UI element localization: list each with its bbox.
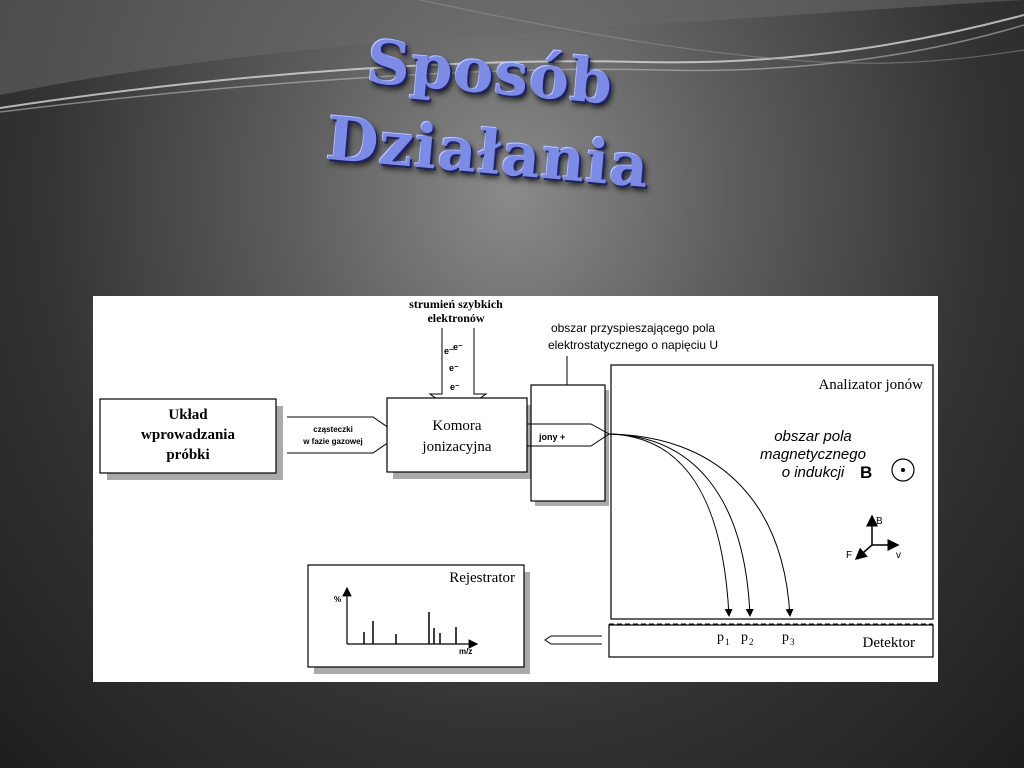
recorder-x-label: m/z <box>459 647 472 656</box>
chamber-line2: jonizacyjna <box>421 439 491 455</box>
sample-box-line1: Układ <box>168 407 208 423</box>
electron-label-line1: strumień szybkich <box>409 297 503 311</box>
recorder-box <box>307 564 525 668</box>
p1-sub: 1 <box>725 637 730 647</box>
chamber-line1: Komora <box>432 418 481 434</box>
analyzer-box <box>610 364 934 620</box>
field-label-line2: magnetycznego <box>760 446 866 463</box>
axis-v-label: v <box>896 550 901 561</box>
mass-spectrometer-diagram: Układ wprowadzania próbki cząsteczki w f… <box>93 296 938 682</box>
chamber-box <box>386 397 528 473</box>
axis-b-label: B <box>876 516 883 527</box>
accel-label-line2: elektrostatycznego o napięciu U <box>548 338 718 352</box>
electron-label-line2: elektronów <box>427 311 484 325</box>
field-label-line3: o indukcji <box>782 464 845 481</box>
p3-sub: 3 <box>790 637 795 647</box>
electron-symbol-2: e⁻ <box>453 342 463 352</box>
trajectory-p2 <box>608 433 754 617</box>
gas-label-line2: w fazie gazowej <box>302 437 363 446</box>
p2-label: p <box>741 630 748 645</box>
trajectory-p1 <box>608 433 733 617</box>
p1-label: p <box>717 630 724 645</box>
p2-sub: 2 <box>749 637 754 647</box>
detector-label: Detektor <box>863 635 915 651</box>
electron-symbol-3: e⁻ <box>449 363 459 373</box>
p3-label: p <box>782 630 789 645</box>
axis-f-arrow <box>854 544 873 560</box>
electron-symbol-1: e⁻ <box>444 346 454 356</box>
field-dot <box>901 468 905 472</box>
accel-label-line1: obszar przyspieszającego pola <box>551 321 715 335</box>
detector-box <box>608 624 934 658</box>
accel-box <box>530 384 606 502</box>
recorder-y-label: % <box>334 595 341 604</box>
field-label-line1: obszar pola <box>774 428 852 445</box>
sample-box-line2: wprowadzania <box>141 427 235 443</box>
axis-f-label: F <box>846 550 852 561</box>
sample-box <box>99 398 277 474</box>
decorative-waves <box>0 0 1024 113</box>
detector-to-recorder-arrow <box>544 635 602 645</box>
recorder-title: Rejestrator <box>449 570 515 586</box>
ions-label: jony + <box>538 432 565 442</box>
field-out-of-page-icon <box>891 458 915 482</box>
trajectory-p3 <box>608 433 794 617</box>
analyzer-title: Analizator jonów <box>818 377 923 393</box>
field-symbol: B <box>860 463 872 482</box>
sample-box-line3: próbki <box>166 447 209 463</box>
gas-label-line1: cząsteczki <box>313 425 353 434</box>
electron-symbol-4: e⁻ <box>450 382 460 392</box>
gas-arrow <box>287 416 400 454</box>
